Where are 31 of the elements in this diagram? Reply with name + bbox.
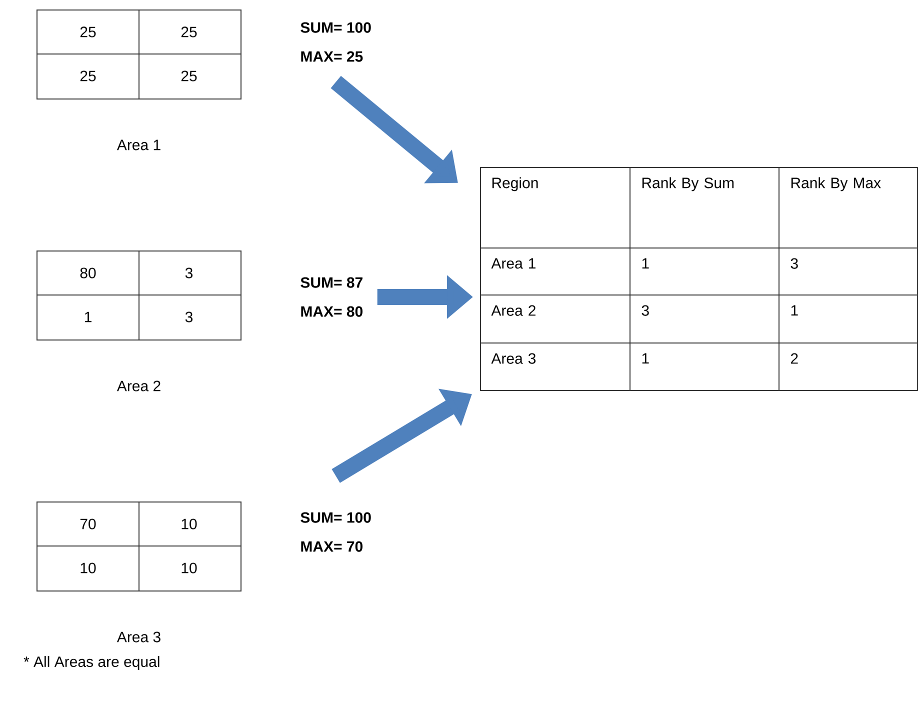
table-cell: 3	[642, 305, 649, 316]
table-cell: 1	[642, 353, 649, 364]
table-cell: 10	[182, 562, 197, 574]
table-cell: 25	[181, 26, 197, 38]
table-cell: 10	[182, 518, 197, 530]
table-cell: Area 2	[491, 305, 536, 316]
table-cell: 25	[80, 26, 96, 38]
area-label: Area 2	[116, 380, 160, 392]
table-cell: 1	[84, 312, 92, 322]
sum-max-text: SUM= 87 MAX= 80	[300, 277, 362, 317]
table-cell: Area 3	[491, 353, 536, 364]
table-cell: 25	[181, 70, 197, 82]
table-cell: 2	[790, 353, 798, 364]
table-cell: 80	[80, 268, 96, 278]
table-cell: Region	[492, 177, 538, 192]
table-cell: Area 1	[491, 258, 536, 269]
table-cell: Rank By Max	[791, 177, 881, 192]
footnote: * All Areas are equal	[24, 656, 160, 670]
table-cell: 10	[80, 562, 96, 574]
table-cell: 1	[791, 305, 798, 316]
sum-max-text: SUM= 100 MAX= 70	[300, 512, 371, 552]
table-cell: Rank By Sum	[642, 177, 734, 192]
sum-max-text: SUM= 100 MAX= 25	[300, 22, 371, 62]
table-cell: 1	[642, 258, 649, 269]
area-label: Area 3	[116, 632, 160, 642]
table-cell: 3	[790, 258, 798, 269]
table-cell: 70	[80, 518, 96, 530]
table-cell: 3	[185, 268, 193, 278]
table-cell: 3	[185, 312, 193, 322]
table-cell: 25	[80, 70, 96, 82]
area-label: Area 1	[116, 140, 160, 150]
